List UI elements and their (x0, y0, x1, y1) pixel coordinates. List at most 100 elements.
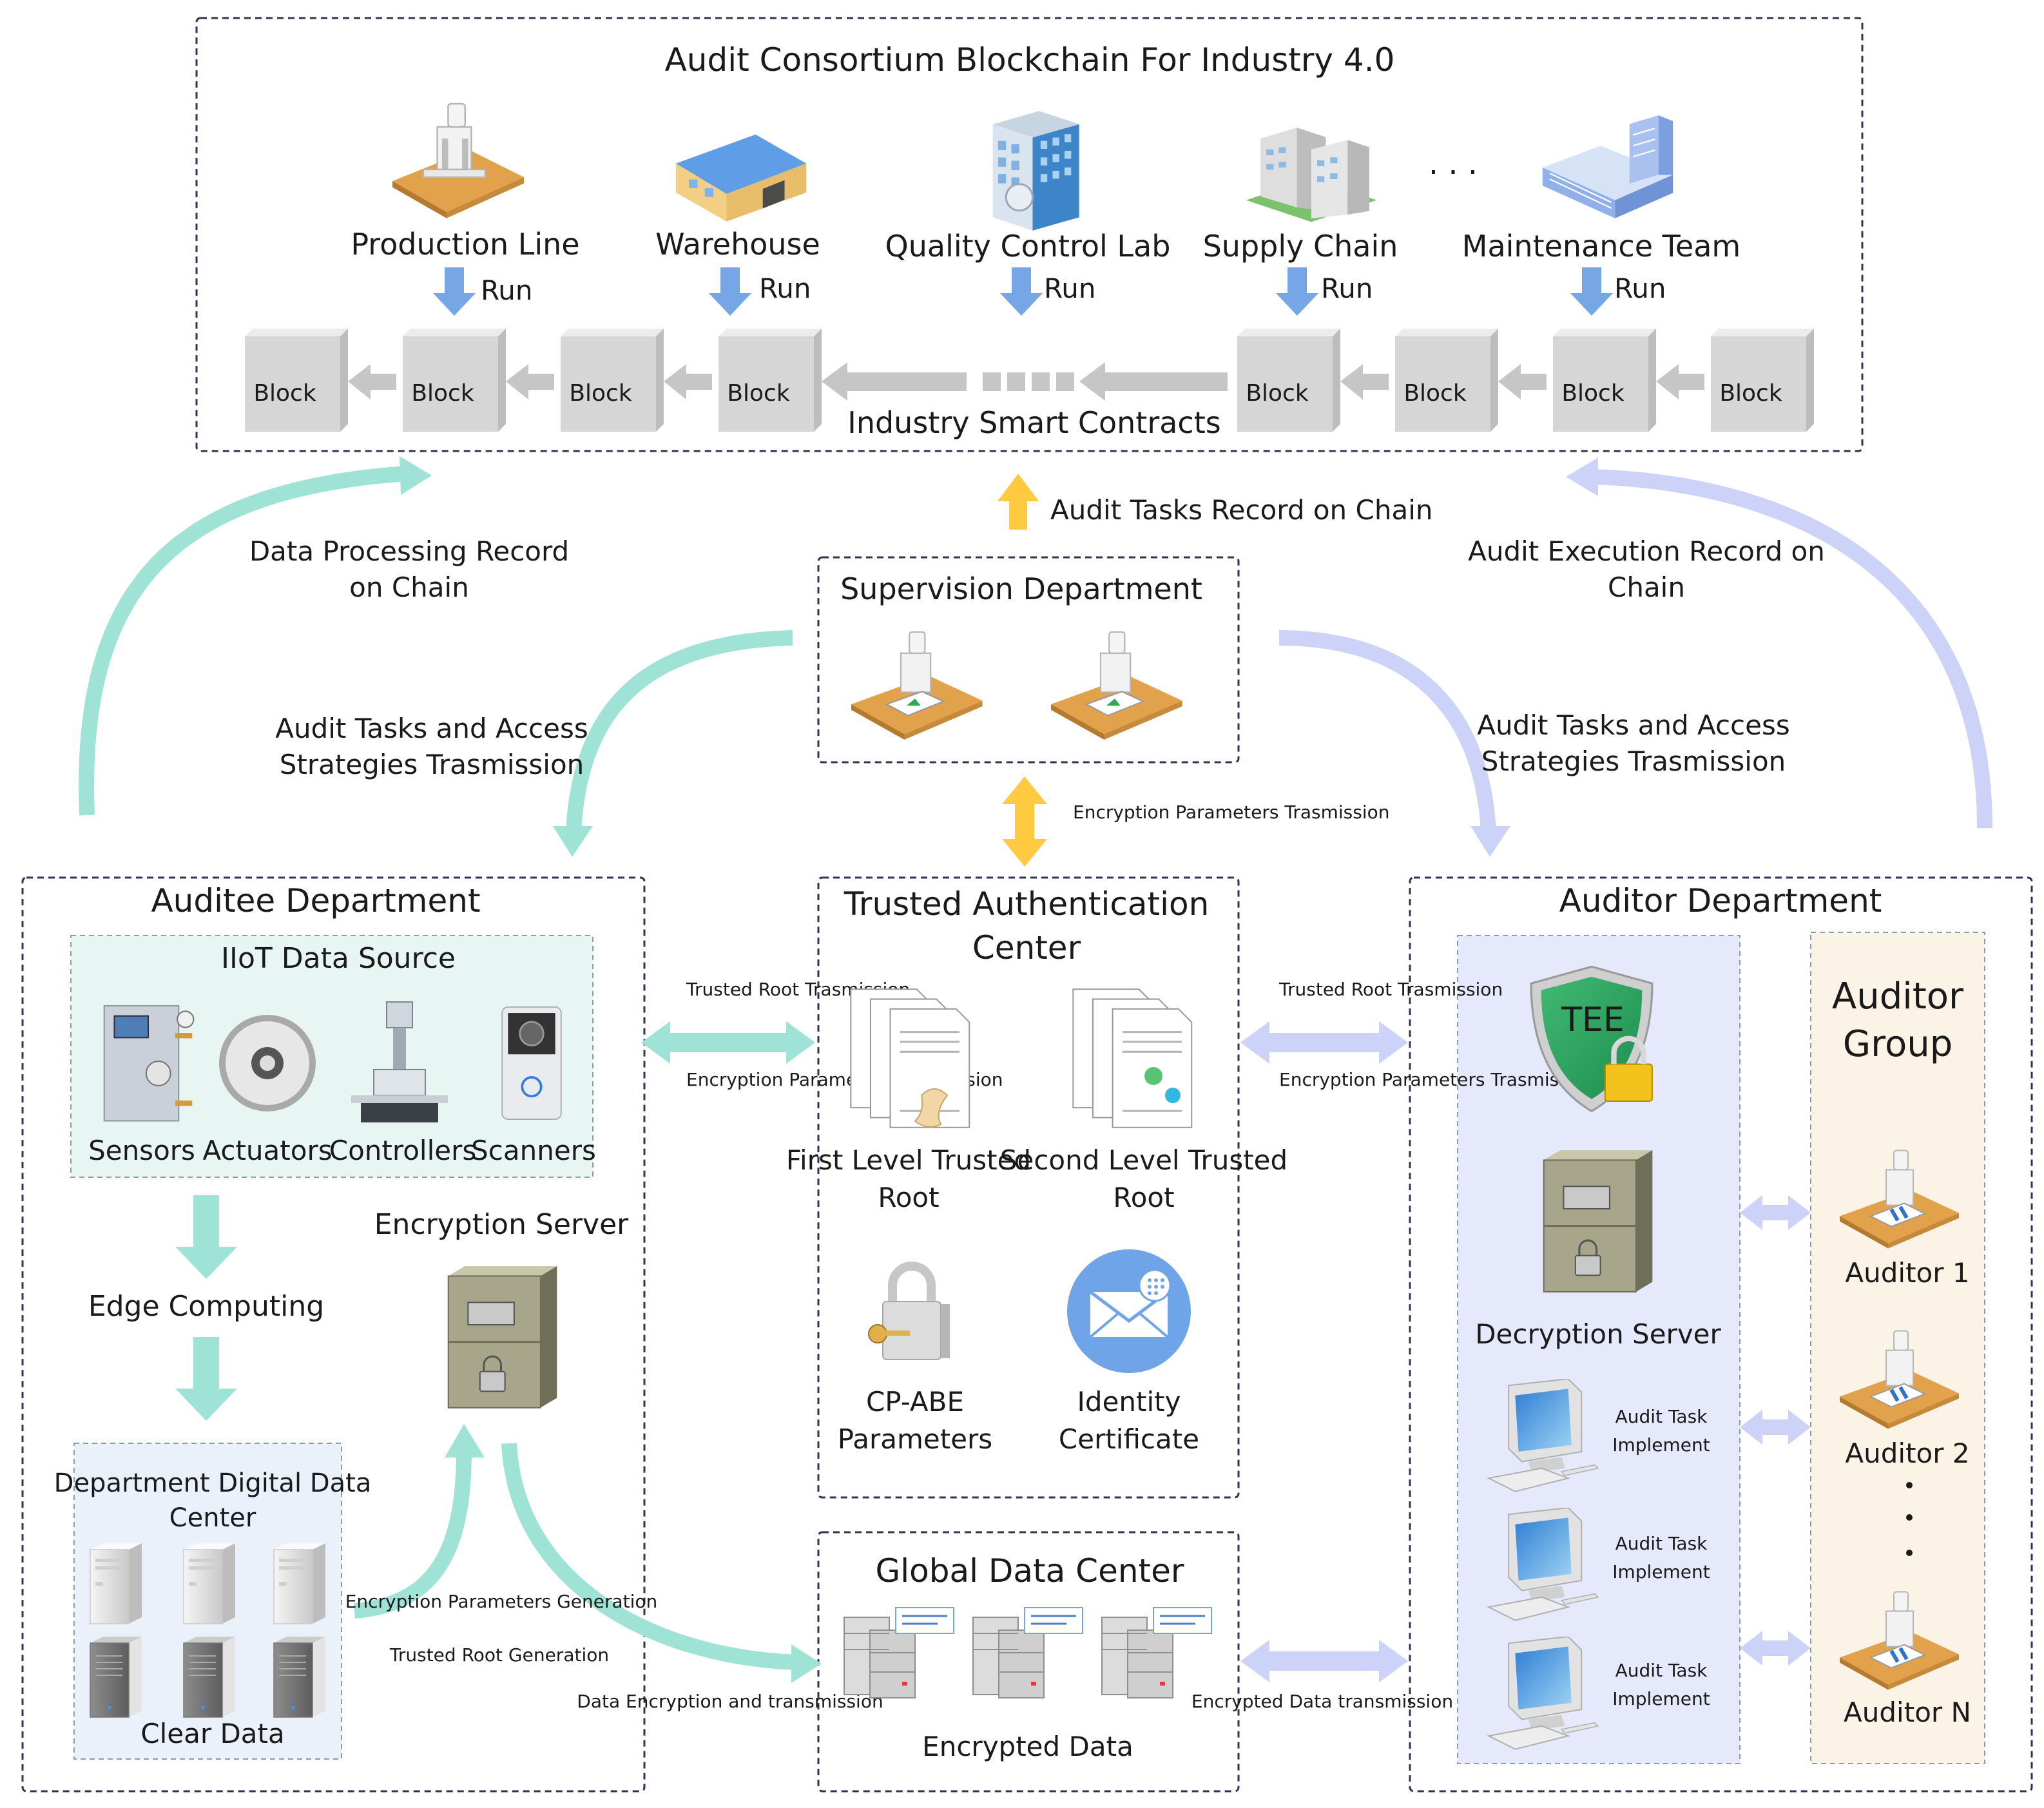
tee-label: TEE (1561, 1001, 1624, 1039)
chain-arrows (348, 362, 1704, 401)
supervision-title: Supervision Department (840, 572, 1202, 606)
blue-building-icon (1541, 114, 1674, 219)
encryption-params-vertical-label: Encryption Parameters Trasmission (1073, 802, 1390, 823)
auditor-box (1409, 876, 2033, 1793)
enc-params-generation-label: Encryption Parameters Generation (345, 1591, 658, 1612)
auditee-box (21, 876, 646, 1793)
label-line: Implement (1612, 1434, 1710, 1456)
gdc-right-double-arrow (1240, 1640, 1408, 1682)
tac-right-double-arrow (1240, 1021, 1408, 1064)
arrowhead (1566, 457, 1598, 496)
server-tower-icon (90, 1543, 142, 1624)
arrowhead (400, 456, 432, 495)
audit-execution-arrow (1591, 469, 1992, 829)
rack-server-icon (1101, 1606, 1213, 1699)
label-line: Group (1843, 1023, 1953, 1065)
run-label: Run (1044, 273, 1096, 304)
label-line: on Chain (349, 572, 469, 603)
auditor-title: Auditor Department (1559, 882, 1882, 919)
label-line: Implement (1612, 1688, 1710, 1709)
label-line: Strategies Trasmission (280, 749, 584, 780)
gdc-title: Global Data Center (876, 1552, 1184, 1590)
encryption-params-double-arrow (1002, 776, 1047, 867)
vertical-ellipsis (1906, 1482, 1913, 1556)
block-label: Block (569, 380, 632, 407)
scroll-icon (914, 1088, 949, 1128)
device-label: Scanners (471, 1135, 596, 1166)
arrowhead (791, 1644, 822, 1683)
auditorn-double-arrow (1740, 1631, 1811, 1666)
supervision-box (817, 556, 1240, 764)
encrypted-data-label: Encrypted Data (922, 1731, 1133, 1762)
audit-tasks-left-arrow (566, 630, 793, 832)
node-label: Production Line (351, 227, 579, 262)
label-line: Root (878, 1182, 939, 1213)
encryption-server-icon (447, 1265, 558, 1409)
block-label: Block (727, 380, 790, 407)
node-label: Quality Control Lab (885, 229, 1171, 264)
encryption-params-right-label: Encryption Parameters Trasmission (1279, 1069, 1596, 1090)
rack-server-icon (972, 1606, 1084, 1699)
tac-box (817, 876, 1240, 1499)
arrowhead (445, 1424, 485, 1457)
node-label: Supply Chain (1203, 229, 1398, 264)
label-line: Root (1113, 1182, 1174, 1213)
encryption-server-label: Encryption Server (374, 1208, 629, 1241)
node-label: Maintenance Team (1462, 229, 1740, 264)
auditor-label: Auditor N (1844, 1697, 1971, 1728)
arrowhead (1470, 826, 1510, 857)
edge-computing-label: Edge Computing (88, 1290, 324, 1323)
run-label: Run (1614, 273, 1666, 304)
auditor1-double-arrow (1740, 1195, 1811, 1230)
auditee-title: Auditee Department (151, 882, 480, 919)
document-stack-icon (849, 988, 970, 1129)
data-enc-label: Data Encryption and transmission (577, 1691, 883, 1712)
actuator-icon (219, 1015, 316, 1111)
server-tower-icon (273, 1543, 326, 1624)
enc-gen-arrow (354, 1449, 472, 1619)
arrowhead (553, 826, 593, 857)
node-label: Warehouse (655, 227, 820, 262)
server-tower-icon (183, 1543, 236, 1624)
device-label: Controllers (329, 1135, 476, 1166)
auditor-label: Auditor 2 (1845, 1438, 1969, 1469)
worker-desk-icon (391, 102, 525, 219)
run-arrows (433, 267, 1613, 316)
run-label: Run (1321, 273, 1373, 304)
trusted-root-right-label: Trusted Root Trasmission (1278, 979, 1503, 1000)
auditor-label: Auditor 1 (1845, 1257, 1969, 1289)
contracts-label: Industry Smart Contracts (847, 405, 1220, 440)
tac-left-double-arrow (641, 1021, 815, 1064)
server-tower-icon (90, 1637, 142, 1718)
block-label: Block (411, 380, 474, 407)
device-label: Sensors (88, 1135, 195, 1166)
office-building-icon (992, 110, 1081, 232)
server-tower-icon (183, 1637, 236, 1718)
data-processing-arrow (79, 466, 407, 816)
clear-data-label: Clear Data (140, 1718, 284, 1749)
block-label: Block (1719, 380, 1782, 407)
rack-server-icon (843, 1606, 955, 1699)
run-label: Run (481, 274, 533, 306)
audit-tasks-right-arrow (1278, 630, 1496, 832)
trusted-root-generation-label: Trusted Root Generation (389, 1644, 609, 1666)
gear-icon (1144, 1067, 1162, 1085)
ellipsis: . . . (1429, 146, 1478, 182)
block-label: Block (253, 380, 316, 407)
document-stack-icon (1072, 988, 1193, 1129)
supervisor-icon (1050, 631, 1183, 741)
audit-tasks-up-arrow (998, 474, 1039, 530)
